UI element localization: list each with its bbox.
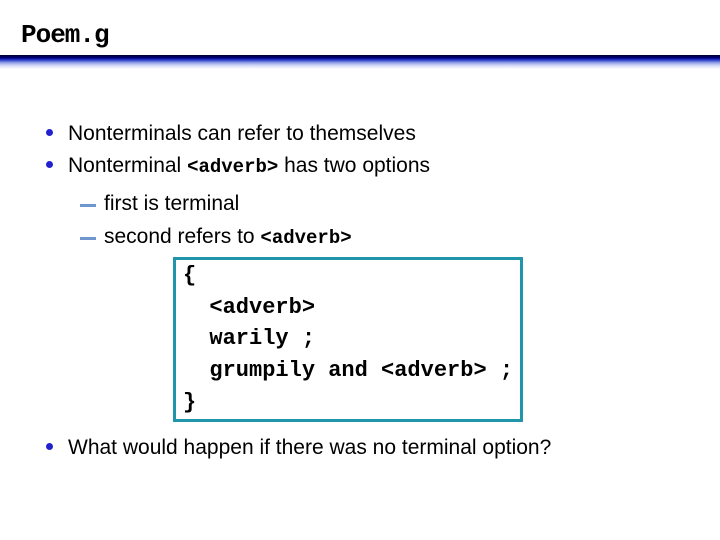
grammar-code-box: { <adverb> warily ; grumpily and <adverb… <box>173 257 523 422</box>
code-line: { <box>183 263 197 288</box>
bullet-text: Nonterminals can refer to themselves <box>68 122 416 145</box>
bullet-item-question: What would happen if there was no termin… <box>46 435 551 461</box>
bullet-dot-icon <box>46 129 53 136</box>
sub-bullet-text: second refers to <adverb> <box>104 224 352 251</box>
sub-bullet-text-prefix: second refers to <box>104 225 261 248</box>
bullet-text: What would happen if there was no termin… <box>68 436 552 459</box>
sub-bullet-second-refers: second refers to <adverb> <box>80 224 352 251</box>
adverb-nonterminal-code: <adverb> <box>187 156 279 178</box>
sub-bullet-dash-icon <box>80 237 96 240</box>
sub-bullet-dash-icon <box>80 204 96 207</box>
bullet-item-nonterminals: Nonterminals can refer to themselves <box>46 121 416 147</box>
code-line: } <box>183 389 197 415</box>
page-title: Poem.g <box>21 20 110 50</box>
bullet-dot-icon <box>46 443 53 450</box>
title-rule-divider <box>0 55 720 69</box>
bullet-item-two-options: Nonterminal <adverb> has two options <box>46 153 430 180</box>
code-line: <adverb> <box>183 294 316 320</box>
bullet-text-prefix: Nonterminal <box>68 154 188 177</box>
sub-bullet-first-terminal: first is terminal <box>80 191 239 217</box>
code-line: warily ; <box>183 326 316 352</box>
code-line: grumpily and <adverb> ; <box>183 358 514 384</box>
bullet-dot-icon <box>46 161 53 168</box>
bullet-text-suffix: has two options <box>278 154 431 177</box>
adverb-nonterminal-code: <adverb> <box>260 227 352 249</box>
bullet-text: Nonterminal <adverb> has two options <box>68 153 430 180</box>
sub-bullet-text: first is terminal <box>104 192 240 215</box>
